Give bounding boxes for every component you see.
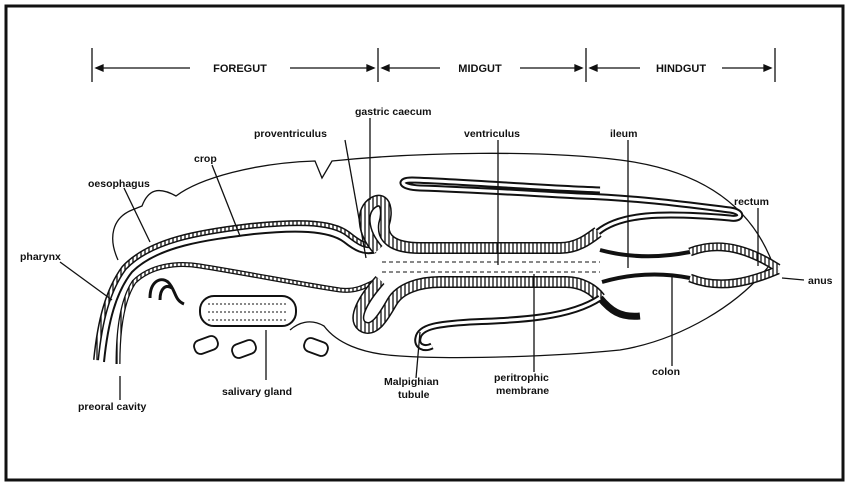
ileum-label: ileum <box>610 128 637 140</box>
salivary-gland-label: salivary gland <box>222 386 292 398</box>
foregut-label: FOREGUT <box>213 63 267 75</box>
oesophagus-label: oesophagus <box>88 178 150 190</box>
malpighian-tubule-label-line2: tubule <box>398 389 430 401</box>
anus-label: anus <box>808 275 833 287</box>
proventriculus-label: proventriculus <box>254 128 327 140</box>
salivary-gland <box>150 280 330 360</box>
peritrophic-membrane-label-line1: peritrophic <box>494 372 549 384</box>
peritrophic-membrane <box>382 262 600 272</box>
crop-label: crop <box>194 153 217 165</box>
preoral-cavity-label: preoral cavity <box>78 401 146 413</box>
gastric-caecum-label: gastric caecum <box>355 106 431 118</box>
colon <box>602 275 690 282</box>
midgut-label: MIDGUT <box>458 63 502 75</box>
ventriculus-label: ventriculus <box>464 128 520 140</box>
pharynx-label: pharynx <box>20 251 61 263</box>
rectum-label: rectum <box>734 196 769 208</box>
colon-label: colon <box>652 366 680 378</box>
ileum <box>600 250 690 256</box>
malpighian-tubule-label-line1: Malpighian <box>384 376 439 388</box>
hindgut-label: HINDGUT <box>656 63 706 75</box>
peritrophic-membrane-label-line2: membrane <box>496 385 549 397</box>
